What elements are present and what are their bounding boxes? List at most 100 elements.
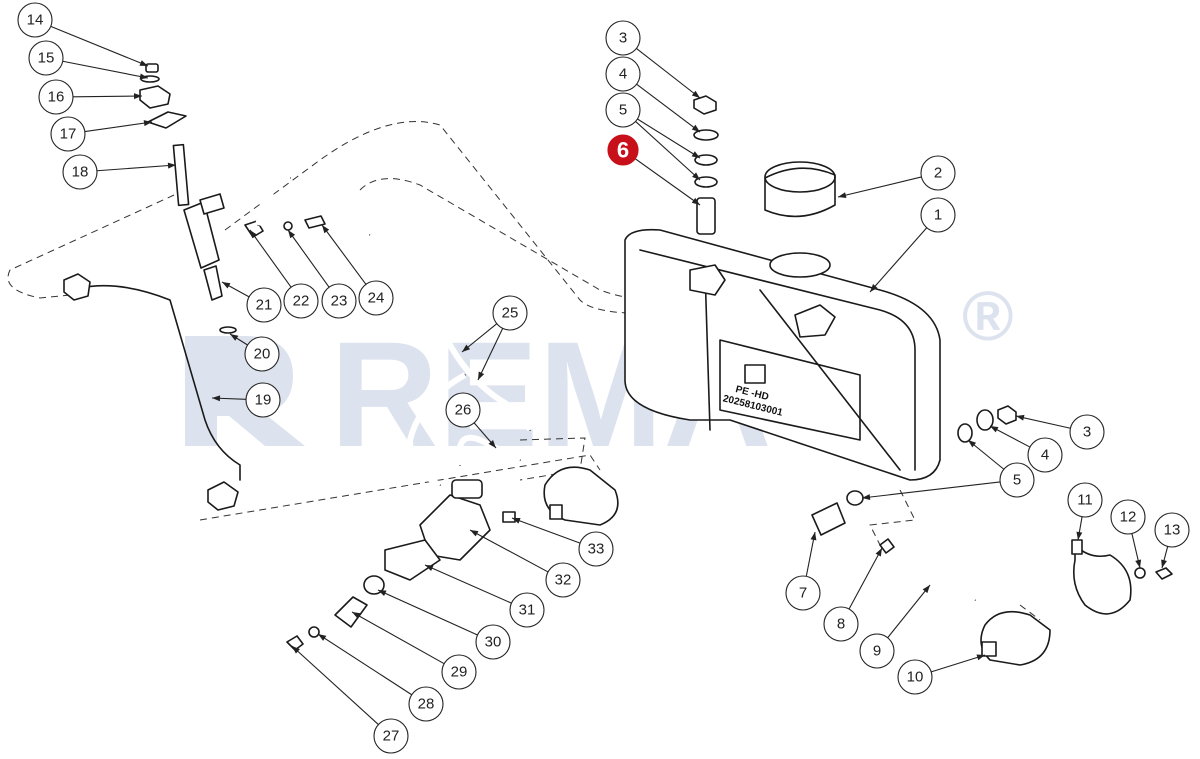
callout-circle bbox=[823, 606, 859, 642]
callout-number: 16 bbox=[48, 89, 65, 106]
leader-line bbox=[477, 328, 504, 381]
leader-line bbox=[861, 481, 1001, 499]
callout-number: 33 bbox=[588, 541, 605, 558]
bolt-13 bbox=[1155, 567, 1173, 580]
arrowhead-icon bbox=[990, 426, 999, 433]
washer-23 bbox=[283, 221, 293, 231]
leader-line bbox=[84, 121, 153, 133]
callout-number: 10 bbox=[907, 669, 924, 686]
arrowhead-icon bbox=[318, 634, 327, 641]
fuel-pump-assembly bbox=[286, 466, 619, 651]
arrowhead-icon bbox=[976, 654, 985, 661]
filler-neck bbox=[769, 252, 831, 278]
arrowhead-icon bbox=[352, 612, 361, 619]
callout-circle bbox=[1110, 499, 1146, 535]
leader-line bbox=[887, 584, 931, 639]
arrowhead-icon bbox=[838, 192, 847, 199]
leader-line bbox=[351, 611, 445, 665]
cover-29 bbox=[334, 596, 368, 628]
callout-5: 5 bbox=[861, 439, 1035, 501]
arrowhead-icon bbox=[691, 124, 700, 132]
arrowhead-icon bbox=[292, 646, 300, 654]
callout-circle bbox=[607, 134, 639, 166]
leader-line bbox=[72, 95, 143, 98]
callout-circle bbox=[605, 56, 641, 92]
callout-number: 8 bbox=[837, 616, 845, 633]
callout-number: 17 bbox=[60, 126, 77, 143]
callout-17: 17 bbox=[50, 116, 153, 152]
callout-number: 13 bbox=[1164, 522, 1181, 539]
callout-11: 11 bbox=[1067, 482, 1103, 541]
callout-number: 2 bbox=[934, 165, 942, 182]
washer-12 bbox=[1134, 567, 1146, 579]
callout-number: 5 bbox=[619, 102, 627, 119]
callout-circle bbox=[492, 295, 528, 331]
callout-24: 24 bbox=[321, 224, 394, 316]
fuel-tank-1: PE -HD 20258103001 bbox=[624, 95, 941, 481]
arrowhead-icon bbox=[470, 530, 479, 537]
arrowhead-icon bbox=[692, 172, 700, 180]
injector-21 bbox=[183, 201, 220, 269]
callout-number: 9 bbox=[873, 643, 881, 660]
arrowhead-icon bbox=[512, 517, 521, 524]
callout-number: 25 bbox=[502, 305, 519, 322]
arrowhead-icon bbox=[922, 585, 930, 594]
callout-circle bbox=[441, 654, 477, 690]
callout-number: 27 bbox=[383, 728, 400, 745]
callout-15: 15 bbox=[28, 40, 149, 80]
spacer-6 bbox=[696, 197, 716, 235]
callout-number: 21 bbox=[256, 297, 273, 314]
callout-number: 29 bbox=[451, 664, 468, 681]
leader-line bbox=[511, 517, 581, 544]
leader-line bbox=[50, 25, 149, 67]
callout-circle bbox=[373, 718, 409, 754]
callout-number: 6 bbox=[617, 138, 629, 163]
callout-number: 3 bbox=[619, 30, 627, 47]
callout-number: 28 bbox=[418, 696, 435, 713]
callout-circle bbox=[50, 116, 86, 152]
callout-circle bbox=[605, 20, 641, 56]
callout-number: 15 bbox=[38, 50, 55, 67]
nut-3 bbox=[693, 95, 717, 115]
callout-33: 33 bbox=[511, 517, 614, 567]
arrowhead-icon bbox=[691, 151, 700, 158]
callout-number: 3 bbox=[1083, 424, 1091, 441]
callout-number: 18 bbox=[72, 164, 89, 181]
callout-circle bbox=[605, 92, 641, 128]
callout-number: 12 bbox=[1120, 509, 1137, 526]
callout-circle bbox=[28, 40, 64, 76]
arrowhead-icon bbox=[1135, 559, 1142, 568]
callout-circle bbox=[509, 592, 545, 628]
callout-number: 31 bbox=[519, 602, 536, 619]
arrowhead-icon bbox=[322, 225, 330, 234]
callout-circle bbox=[17, 2, 53, 38]
callout-circle bbox=[408, 686, 444, 722]
callout-number: 4 bbox=[619, 66, 627, 83]
callout-circle bbox=[920, 155, 956, 191]
arrowhead-icon bbox=[1076, 531, 1083, 540]
callout-number: 26 bbox=[455, 402, 472, 419]
callout-32: 32 bbox=[469, 529, 581, 598]
callout-13: 13 bbox=[1154, 512, 1190, 569]
arrowhead-icon bbox=[143, 120, 152, 127]
callout-circle bbox=[1067, 482, 1103, 518]
injector-assembly bbox=[63, 63, 326, 511]
watermark-registered: ® bbox=[962, 277, 1014, 355]
callout-28: 28 bbox=[317, 633, 444, 722]
arrowhead-icon bbox=[691, 90, 700, 98]
pipe-nut bbox=[207, 481, 239, 511]
callout-number: 7 bbox=[799, 585, 807, 602]
clamp-11 bbox=[1072, 544, 1132, 615]
washer-4 bbox=[693, 129, 719, 141]
callout-8: 8 bbox=[823, 547, 883, 642]
callout-4: 4 bbox=[989, 425, 1063, 473]
callout-number: 20 bbox=[254, 346, 271, 363]
callout-circle bbox=[246, 287, 282, 323]
callout-26: 26 bbox=[445, 392, 497, 449]
arrowhead-icon bbox=[250, 230, 258, 239]
callout-circle bbox=[358, 280, 394, 316]
callout-18: 18 bbox=[62, 154, 177, 190]
callout-23: 23 bbox=[287, 229, 357, 319]
arrowhead-icon bbox=[222, 282, 231, 289]
callout-25: 25 bbox=[461, 295, 528, 381]
